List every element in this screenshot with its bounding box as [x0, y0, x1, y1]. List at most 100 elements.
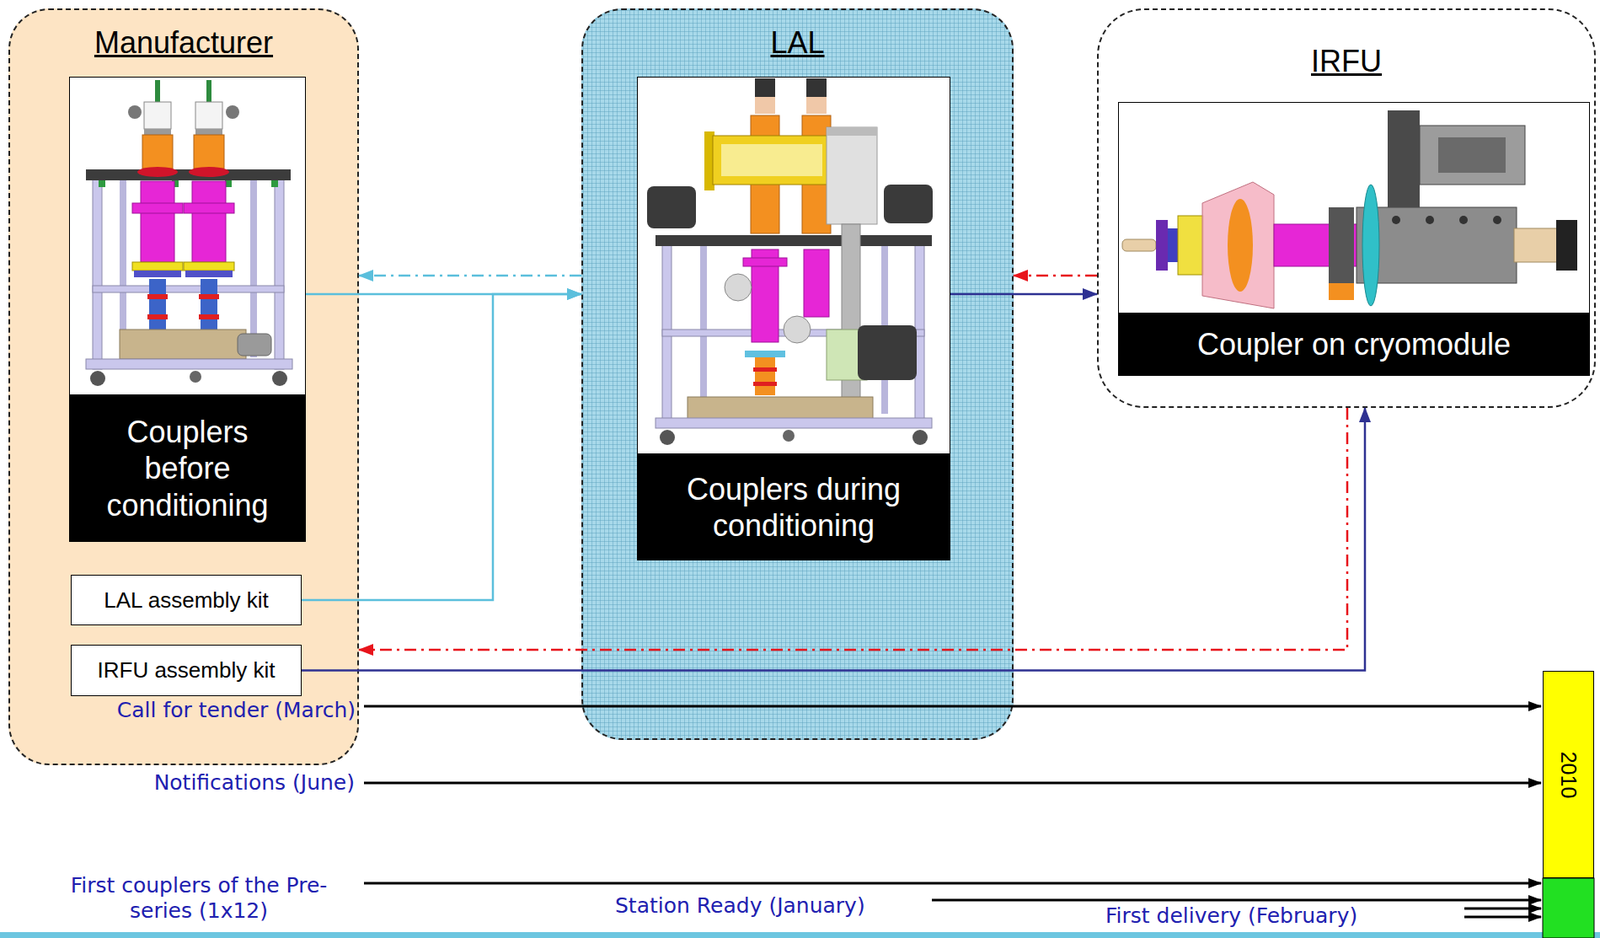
cryomodule-coupler-illustration — [1459, 215, 1468, 225]
conditioning-rack-illustration — [912, 429, 928, 445]
coupler-rack-illustration — [225, 105, 240, 119]
coupler-rack-illustration — [188, 166, 230, 177]
picture-box: Couplers during conditioning — [636, 76, 951, 561]
timeline-arrow — [1464, 915, 1542, 919]
cryomodule-coupler-illustration — [1387, 110, 1420, 208]
coupler-rack-illustration — [149, 278, 166, 330]
cryomodule-coupler-illustration — [1273, 224, 1367, 267]
coupler-rack-illustration — [132, 203, 183, 214]
coupler-rack-illustration — [271, 180, 279, 188]
flow-connector — [1013, 274, 1097, 278]
conditioning-rack-illustration — [647, 186, 696, 229]
cryomodule-coupler-illustration — [1122, 110, 1578, 309]
timeline-arrow — [363, 781, 1542, 785]
conditioning-rack-illustration — [806, 96, 827, 114]
coupler-rack-illustration — [155, 80, 161, 104]
cryomodule-coupler-illustration — [1425, 215, 1435, 225]
coupler-rack-illustration — [272, 370, 288, 386]
picture-box: Coupler on cryomodule — [1118, 101, 1590, 376]
year-bar-green — [1542, 877, 1595, 938]
coupler-rack-illustration — [198, 294, 220, 300]
conditioning-rack-illustration — [647, 78, 933, 445]
timeline-label: Call for tender (March) — [117, 697, 356, 723]
coupler-rack-illustration — [142, 134, 173, 169]
coupler-rack-illustration — [193, 134, 225, 169]
coupler-rack-illustration — [171, 180, 179, 188]
conditioning-rack-illustration — [754, 96, 776, 114]
year-bar: 2010 — [1542, 670, 1595, 878]
cryomodule-coupler-illustration — [1227, 198, 1253, 292]
year-label: 2010 — [1556, 750, 1581, 798]
conditioning-rack-illustration — [700, 240, 707, 414]
coupler-rack-illustration — [85, 80, 293, 386]
coupler-rack-illustration — [140, 181, 175, 263]
timeline-label: Notifications (June) — [154, 770, 355, 796]
picture-area — [69, 76, 306, 396]
year-bar-green — [1542, 877, 1595, 938]
flow-connector — [950, 293, 1097, 296]
coupler-rack-illustration — [92, 285, 284, 293]
conditioning-rack-illustration — [704, 131, 715, 191]
timeline-label-slot: Call for tender (March) — [117, 697, 356, 723]
picture-caption: Couplers before conditioning — [69, 395, 306, 542]
conditioning-rack-illustration — [712, 135, 831, 185]
conditioning-rack-illustration — [841, 224, 861, 423]
conditioning-rack-illustration — [655, 417, 932, 429]
coupler-rack-illustration — [183, 262, 235, 271]
coupler-rack-illustration — [183, 203, 235, 214]
kit-label: IRFU assembly kit — [97, 657, 276, 684]
timeline-arrow — [363, 705, 1542, 708]
picture-area — [636, 76, 951, 455]
coupler-rack-illustration — [147, 294, 168, 300]
flow-connector — [305, 293, 582, 296]
picture-caption: Couplers during conditioning — [636, 454, 951, 561]
cryomodule-coupler-illustration — [1122, 239, 1156, 252]
flow-connector — [301, 294, 582, 600]
coupler-rack-illustration — [250, 176, 257, 358]
cryomodule-coupler-illustration — [1492, 215, 1502, 225]
conditioning-rack-illustration — [754, 78, 776, 97]
conditioning-rack-illustration — [750, 115, 780, 234]
coupler-rack-illustration — [144, 128, 172, 135]
coupler-rack-illustration — [147, 314, 168, 320]
coupler-rack-illustration — [98, 180, 106, 188]
conditioning-rack-illustration — [783, 315, 811, 343]
coupler-rack-illustration — [195, 128, 223, 135]
conditioning-rack-illustration — [826, 127, 878, 136]
cryomodule-coupler-illustration — [1419, 125, 1526, 185]
conditioning-rack-illustration — [857, 325, 917, 380]
cryomodule-coupler-illustration — [1556, 219, 1578, 271]
conditioning-rack-illustration — [662, 240, 672, 423]
conditioning-rack-illustration — [687, 396, 873, 421]
footer-bar — [0, 931, 1600, 938]
coupler-rack-illustration — [132, 262, 183, 271]
assembly-kit-box: LAL assembly kit — [70, 574, 302, 626]
timeline-label: First couplers of the Pre-series (1x12) — [55, 872, 343, 924]
panel-heading: IRFU — [1098, 43, 1595, 79]
organisation-panel: ManufacturerCouplers before conditioning… — [8, 8, 359, 766]
conditioning-rack-illustration — [826, 127, 878, 225]
conditioning-rack-illustration — [806, 78, 827, 97]
footer-bar — [0, 931, 1600, 938]
timeline-label-slot: Notifications (June) — [154, 770, 355, 796]
coupler-rack-illustration — [144, 101, 172, 129]
coupler-rack-illustration — [206, 80, 212, 104]
flow-connector — [358, 274, 582, 278]
conditioning-rack-illustration — [883, 184, 933, 224]
conditioning-rack-illustration — [754, 357, 776, 396]
coupler-rack-illustration — [185, 270, 233, 278]
flow-connector — [358, 407, 1348, 650]
conditioning-rack-illustration — [721, 144, 823, 177]
panel-heading: LAL — [583, 25, 1012, 60]
conditioning-rack-illustration — [803, 249, 830, 317]
timeline-label-slot: First couplers of the Pre-series (1x12) — [55, 872, 343, 924]
conditioning-rack-illustration — [744, 350, 786, 358]
cryomodule-coupler-illustration — [1155, 219, 1168, 271]
cryomodule-coupler-illustration — [1328, 283, 1354, 300]
coupler-rack-illustration — [224, 180, 232, 188]
coupler-rack-illustration — [195, 101, 223, 129]
timeline-label-slot: Station Ready (January) — [615, 893, 866, 919]
coupler-rack-illustration — [90, 370, 106, 386]
coupler-rack-illustration — [198, 314, 220, 320]
